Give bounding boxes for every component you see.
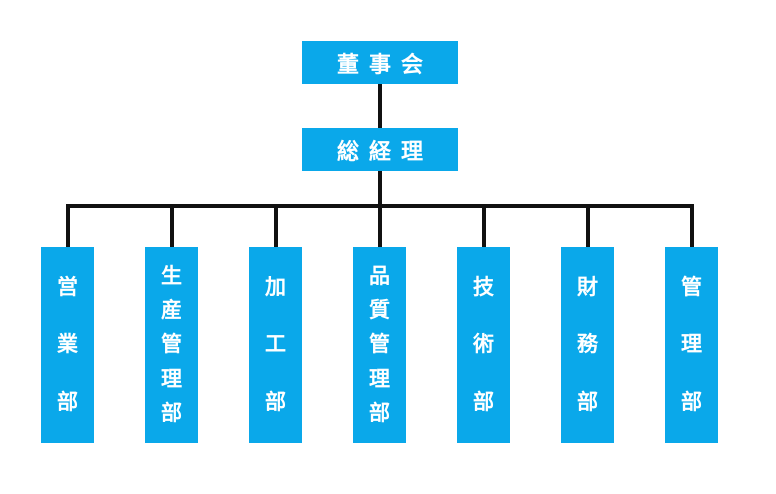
dept-label-char: 営 [57, 275, 78, 300]
board-box: 董事会 [302, 41, 458, 84]
dept-label-char: 理 [681, 332, 702, 357]
gm-box: 総経理 [302, 128, 458, 171]
connector-drop-2 [170, 204, 174, 248]
dept-label-char: 部 [473, 389, 494, 414]
dept-label-char: 管 [161, 332, 182, 357]
dept-box-sales: 営業部 [41, 247, 94, 443]
dept-box-administration: 管理部 [665, 247, 718, 443]
dept-box-processing: 加工部 [249, 247, 302, 443]
dept-label-char: 生 [161, 263, 182, 288]
gm-label: 総経理 [336, 139, 433, 165]
dept-label-char: 部 [161, 401, 182, 426]
dept-label-char: 工 [265, 332, 286, 357]
dept-label-char: 品 [369, 263, 390, 288]
dept-label-char: 部 [265, 389, 286, 414]
dept-label-char: 部 [577, 389, 598, 414]
dept-label-char: 加 [265, 275, 286, 300]
connector-drop-3 [274, 204, 278, 248]
dept-label-char: 質 [369, 298, 390, 323]
connector-drop-7 [690, 204, 694, 248]
dept-box-finance: 財務部 [561, 247, 614, 443]
dept-label-char: 務 [577, 332, 598, 357]
connector-drop-1 [66, 204, 70, 248]
dept-label-char: 財 [577, 275, 598, 300]
dept-label-char: 管 [369, 332, 390, 357]
dept-label-char: 技 [473, 275, 494, 300]
connector-board-gm [378, 84, 382, 128]
dept-box-technology: 技術部 [457, 247, 510, 443]
board-label: 董事会 [336, 52, 433, 78]
dept-label-char: 理 [369, 366, 390, 391]
dept-label-char: 術 [473, 332, 494, 357]
connector-drop-5 [482, 204, 486, 248]
connector-drop-6 [586, 204, 590, 248]
connector-gm-bus [378, 171, 382, 207]
dept-label-char: 産 [161, 298, 182, 323]
dept-label-char: 業 [57, 332, 78, 357]
dept-label-char: 管 [681, 275, 702, 300]
dept-box-quality-control: 品質管理部 [353, 247, 406, 443]
dept-label-char: 部 [681, 389, 702, 414]
dept-label-char: 部 [57, 389, 78, 414]
connector-drop-4 [378, 204, 382, 248]
dept-box-production-control: 生産管理部 [145, 247, 198, 443]
dept-label-char: 理 [161, 366, 182, 391]
dept-label-char: 部 [369, 401, 390, 426]
